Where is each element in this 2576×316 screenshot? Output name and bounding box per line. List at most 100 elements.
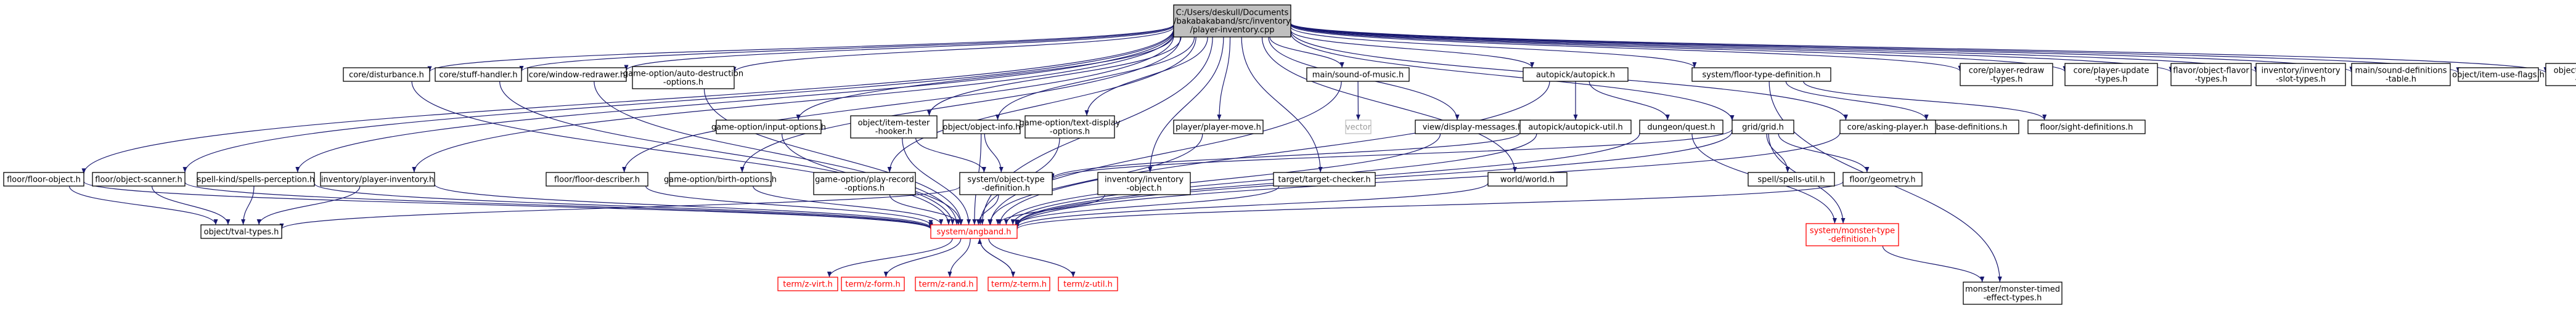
- arrowhead-icon: [827, 272, 832, 277]
- node-auto-destruction-options[interactable]: game-option/auto-destruction-options.h: [623, 66, 743, 89]
- node-box: [343, 67, 430, 82]
- node-angband[interactable]: system/angband.h: [930, 224, 1018, 239]
- node-sound-of-music[interactable]: main/sound-of-music.h: [1306, 67, 1410, 82]
- node-z-term[interactable]: term/z-term.h: [987, 277, 1050, 291]
- dependency-edge-angband-to-z_util: [988, 238, 1074, 278]
- node-label: autopick/autopick-util.h: [1528, 123, 1623, 132]
- node-view-display-messages[interactable]: view/display-messages.h: [1415, 120, 1531, 134]
- node-label: floor/floor-object.h: [7, 176, 81, 185]
- node-floor-object-scanner[interactable]: floor/object-scanner.h: [92, 172, 186, 187]
- node-text-display-options[interactable]: game-option/text-display-options.h: [1020, 115, 1121, 139]
- node-target-checker[interactable]: target/target-checker.h: [1273, 172, 1376, 187]
- node-object-type-definition[interactable]: system/object-type-definition.h: [959, 172, 1053, 195]
- node-label: spell-kind/spells-perception.h: [197, 176, 315, 185]
- node-box: [942, 120, 1021, 134]
- node-world[interactable]: world/world.h: [1487, 172, 1568, 187]
- node-input-options[interactable]: game-option/input-options.h: [711, 120, 826, 134]
- node-inventory-object[interactable]: inventory/inventory-object.h: [1097, 172, 1191, 195]
- node-tval-types[interactable]: object/tval-types.h: [200, 224, 282, 239]
- node-core-disturbance[interactable]: core/disturbance.h: [343, 67, 430, 82]
- node-label: object/tval-types.h: [204, 228, 279, 237]
- arrowhead-icon: [977, 238, 982, 244]
- node-floor-sight-definitions[interactable]: floor/sight-definitions.h: [2027, 120, 2146, 134]
- dependency-edge-root-to-sound_definitions_table: [1290, 23, 2352, 73]
- node-player-update-types[interactable]: core/player-update-types.h: [2064, 63, 2158, 86]
- node-label: vector: [1346, 123, 1372, 132]
- arrowhead-icon: [950, 219, 955, 225]
- node-spells-perception[interactable]: spell-kind/spells-perception.h: [197, 172, 315, 187]
- node-label: object/item-use-flags.h: [2452, 71, 2545, 80]
- node-birth-options[interactable]: game-option/birth-options.h: [664, 172, 777, 187]
- node-label: inventory/inventory: [2261, 67, 2340, 76]
- node-label: -options.h: [1050, 128, 1090, 137]
- node-z-form[interactable]: term/z-form.h: [841, 277, 905, 291]
- node-spells-util[interactable]: spell/spells-util.h: [1748, 172, 1835, 187]
- node-box: [1306, 67, 1410, 82]
- node-box: [2064, 63, 2158, 86]
- node-object-info[interactable]: object/object-info.h: [942, 120, 1021, 134]
- node-player-move[interactable]: player/player-move.h: [1173, 120, 1264, 134]
- node-label: -types.h: [1990, 75, 2023, 84]
- node-inventory-slot-types[interactable]: inventory/inventory-slot-types.h: [2255, 63, 2346, 86]
- node-label: dungeon/quest.h: [1647, 123, 1715, 132]
- node-z-rand[interactable]: term/z-rand.h: [915, 277, 978, 291]
- dependency-edge-root-to-system_floor_type_definition: [1290, 26, 1695, 68]
- arrowhead-icon: [295, 167, 300, 172]
- dependency-edge-inventory_player_inventory-to-tval_types: [258, 185, 361, 225]
- node-floor-describer[interactable]: floor/floor-describer.h: [546, 172, 648, 187]
- node-box: [959, 172, 1053, 195]
- arrowhead-icon: [1339, 62, 1344, 68]
- node-z-virt[interactable]: term/z-virt.h: [777, 277, 838, 291]
- node-sound-definitions-table[interactable]: main/sound-definitions-table.h: [2351, 63, 2451, 86]
- node-monster-timed-effect-types[interactable]: monster/monster-timed-effect-types.h: [1963, 282, 2063, 305]
- node-inventory-player-inventory[interactable]: inventory/player-inventory.h: [320, 172, 435, 187]
- arrowhead-icon: [1692, 62, 1697, 68]
- node-label: game-option/play-record: [815, 176, 914, 185]
- node-label: system/angband.h: [937, 228, 1012, 237]
- node-object-flavor-types[interactable]: flavor/object-flavor-types.h: [2170, 63, 2252, 86]
- node-system-floor-type-definition[interactable]: system/floor-type-definition.h: [1691, 67, 1831, 82]
- node-label: game-option/text-display: [1020, 119, 1121, 128]
- node-label: /player-inventory.cpp: [1190, 26, 1275, 35]
- dependency-edge-root-to-autopick: [1290, 30, 1533, 68]
- dependency-edge-root-to-floor_object_scanner: [184, 29, 1174, 173]
- arrowhead-icon: [622, 167, 627, 172]
- node-z-util[interactable]: term/z-util.h: [1058, 277, 1118, 291]
- node-floor-object[interactable]: floor/floor-object.h: [3, 172, 84, 187]
- dependency-edge-play_record_options-to-angband: [889, 194, 959, 225]
- dependency-edge-spells_perception-to-angband: [314, 183, 931, 229]
- node-core-window-redrawer[interactable]: core/window-redrawer.h: [527, 67, 627, 82]
- node-box: [1963, 282, 2063, 305]
- dependency-edge-core_window_redrawer-to-angband: [594, 81, 957, 225]
- dependency-edge-floor_object_scanner-to-angband: [184, 182, 931, 230]
- node-label: monster/monster-timed: [1965, 285, 2060, 294]
- dependency-edge-birth_options-to-angband: [753, 185, 942, 225]
- dependency-edge-view_display_messages-to-angband: [1005, 133, 1441, 225]
- dependency-edge-root-to-item_tester_hooker: [928, 36, 1182, 116]
- node-label: player/player-move.h: [1176, 123, 1261, 132]
- node-autopick[interactable]: autopick/autopick.h: [1523, 67, 1629, 82]
- node-play-record-options[interactable]: game-option/play-record-options.h: [813, 172, 916, 195]
- node-label: term/z-util.h: [1063, 280, 1113, 290]
- node-object-mark-types[interactable]: object/object-mark-types.h: [2545, 63, 2576, 86]
- arrowhead-icon: [981, 167, 986, 172]
- node-dungeon-quest[interactable]: dungeon/quest.h: [1639, 120, 1723, 134]
- dependency-edge-item_tester_hooker-to-angband: [902, 137, 970, 225]
- node-item-use-flags[interactable]: object/item-use-flags.h: [2452, 67, 2545, 82]
- node-label: -types.h: [2095, 75, 2128, 84]
- node-core-stuff-handler[interactable]: core/stuff-handler.h: [435, 67, 522, 82]
- node-grid[interactable]: grid/grid.h: [1732, 120, 1794, 134]
- node-autopick-util[interactable]: autopick/autopick-util.h: [1519, 120, 1632, 134]
- node-floor-geometry[interactable]: floor/geometry.h: [1842, 172, 1923, 187]
- node-label: -slot-types.h: [2276, 75, 2326, 84]
- dependency-edge-floor_object-to-tval_types: [68, 185, 216, 225]
- dependency-edge-autopick-to-angband: [999, 81, 1550, 225]
- node-box: [2545, 63, 2576, 86]
- node-item-tester-hooker[interactable]: object/item-tester-hooker.h: [850, 115, 938, 139]
- node-core-asking-player[interactable]: core/asking-player.h: [1839, 120, 1936, 134]
- node-monster-type-definition[interactable]: system/monster-type-definition.h: [1805, 223, 1899, 246]
- node-player-redraw-types[interactable]: core/player-redraw-types.h: [1960, 63, 2053, 86]
- node-box: [92, 172, 186, 187]
- node-box: [1842, 172, 1923, 187]
- node-box: [841, 277, 905, 291]
